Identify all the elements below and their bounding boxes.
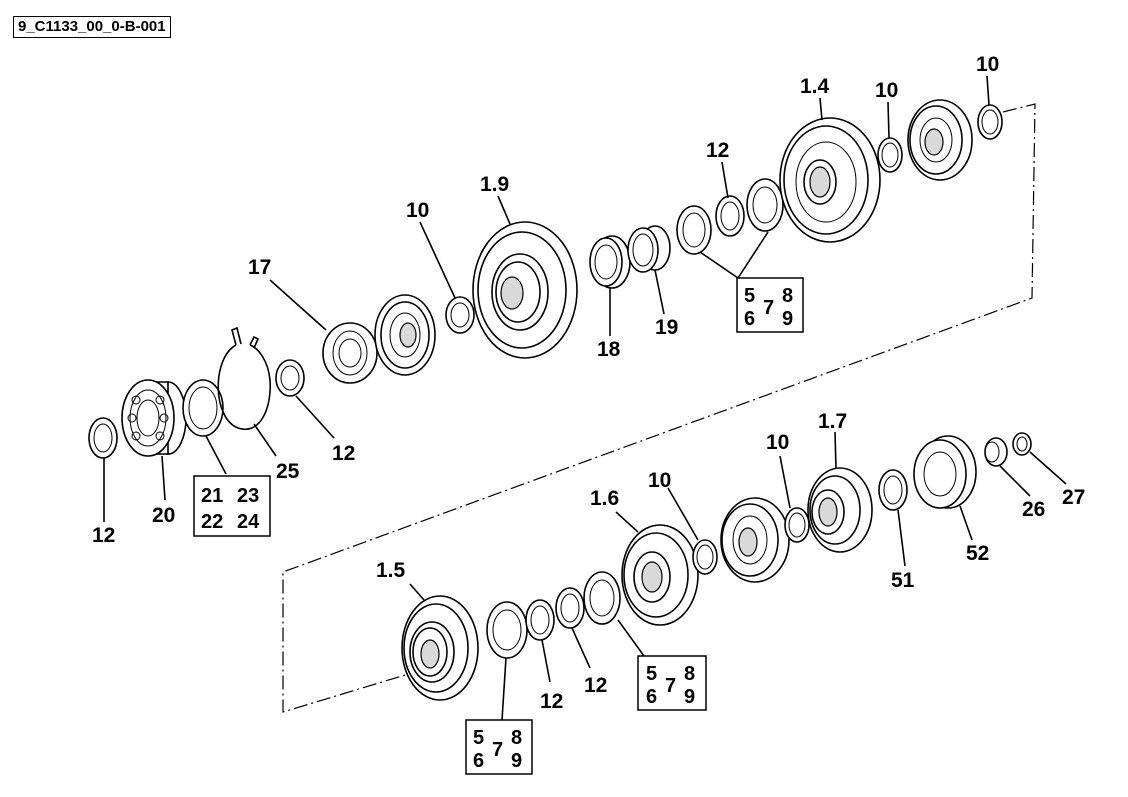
- svg-text:6: 6: [646, 686, 657, 708]
- svg-text:8: 8: [511, 727, 522, 749]
- label-12-a: 12: [706, 139, 729, 162]
- label-1-7: 1.7: [818, 410, 847, 433]
- label-12-b: 12: [332, 442, 355, 465]
- ring-27: [1012, 432, 1032, 456]
- label-27: 27: [1062, 486, 1085, 509]
- needle-bearing-18: [589, 235, 631, 289]
- ball-bearing-52: [913, 435, 977, 509]
- shim-upper-1: [676, 205, 712, 255]
- snap-ring-12-lower-2: [555, 587, 585, 629]
- snap-ring-12-left: [88, 417, 118, 459]
- shim-lower-2: [583, 571, 621, 625]
- snap-ring-10-upper-left: [445, 296, 475, 334]
- synchronizer-hub-upper-left: [374, 294, 436, 376]
- svg-text:21: 21: [201, 485, 223, 507]
- shim-upper-2: [746, 178, 784, 232]
- thrust-plate-17: [322, 322, 378, 384]
- part-group-box-a: 5 6 7 8 9: [736, 277, 804, 333]
- svg-text:24: 24: [237, 511, 260, 533]
- label-12-e: 12: [584, 674, 607, 697]
- svg-text:22: 22: [201, 511, 223, 533]
- svg-text:9: 9: [684, 686, 695, 708]
- part-group-box-d: 5 6 7 8 9: [465, 719, 533, 775]
- svg-text:7: 7: [492, 739, 503, 761]
- svg-text:6: 6: [473, 750, 484, 772]
- snap-ring-51: [878, 469, 908, 511]
- label-51: 51: [891, 569, 915, 592]
- svg-text:8: 8: [684, 663, 695, 685]
- svg-text:5: 5: [744, 285, 755, 307]
- gear-1-4: [779, 117, 881, 243]
- label-10-b: 10: [976, 53, 999, 76]
- gear-1-7: [807, 467, 873, 553]
- label-12-c: 12: [92, 524, 115, 547]
- part-group-box-c: 5 6 7 8 9: [637, 655, 707, 711]
- svg-text:5: 5: [646, 663, 657, 685]
- svg-text:9: 9: [782, 308, 793, 330]
- label-1-9: 1.9: [480, 173, 509, 196]
- label-10-d: 10: [766, 431, 789, 454]
- label-52: 52: [966, 542, 989, 565]
- roller-bearing-20: [121, 379, 187, 457]
- leader-lines: [103, 75, 1067, 721]
- label-17: 17: [248, 256, 271, 279]
- svg-text:23: 23: [237, 485, 259, 507]
- label-12-d: 12: [540, 690, 563, 713]
- svg-text:7: 7: [763, 297, 774, 319]
- label-1-5: 1.5: [376, 559, 406, 582]
- label-26: 26: [1022, 498, 1045, 521]
- synchronizer-hub-lower: [720, 497, 790, 583]
- circlip-25: [217, 326, 272, 431]
- gear-1-5: [401, 595, 479, 701]
- svg-text:5: 5: [473, 727, 484, 749]
- snap-ring-12-lower-1: [525, 599, 555, 641]
- label-20: 20: [152, 504, 175, 527]
- label-10-e: 10: [648, 469, 671, 492]
- svg-text:7: 7: [665, 675, 676, 697]
- svg-text:6: 6: [744, 308, 755, 330]
- part-group-box-b: 21 22 23 24: [193, 475, 271, 537]
- label-19: 19: [655, 316, 678, 339]
- snap-ring-12-mid-left: [275, 359, 305, 397]
- svg-text:9: 9: [511, 750, 522, 772]
- label-10-c: 10: [406, 199, 429, 222]
- snap-ring-12-upper: [715, 195, 745, 237]
- bushing-19: [627, 225, 671, 273]
- gear-1-6: [621, 524, 699, 626]
- snap-ring-10-lower-1: [692, 539, 718, 575]
- svg-text:8: 8: [782, 285, 793, 307]
- shim-lower-1: [486, 601, 528, 659]
- drawing-reference-code: 9_C1133_00_0-B-001: [13, 16, 171, 38]
- assembly-guide-line: [282, 103, 1036, 713]
- needle-bearing-26: [984, 437, 1008, 467]
- label-10-a: 10: [875, 79, 898, 102]
- gear-1-9: [472, 221, 578, 359]
- label-1-4: 1.4: [800, 75, 830, 98]
- snap-ring-10-upper-mid: [877, 137, 903, 173]
- label-18: 18: [597, 338, 621, 361]
- label-1-6: 1.6: [590, 487, 619, 510]
- label-25: 25: [276, 460, 300, 483]
- synchronizer-hub-upper-right: [907, 99, 973, 181]
- thrust-washer-21-24: [182, 379, 224, 437]
- snap-ring-10-lower-2: [784, 507, 810, 543]
- snap-ring-10-upper-right: [977, 104, 1003, 140]
